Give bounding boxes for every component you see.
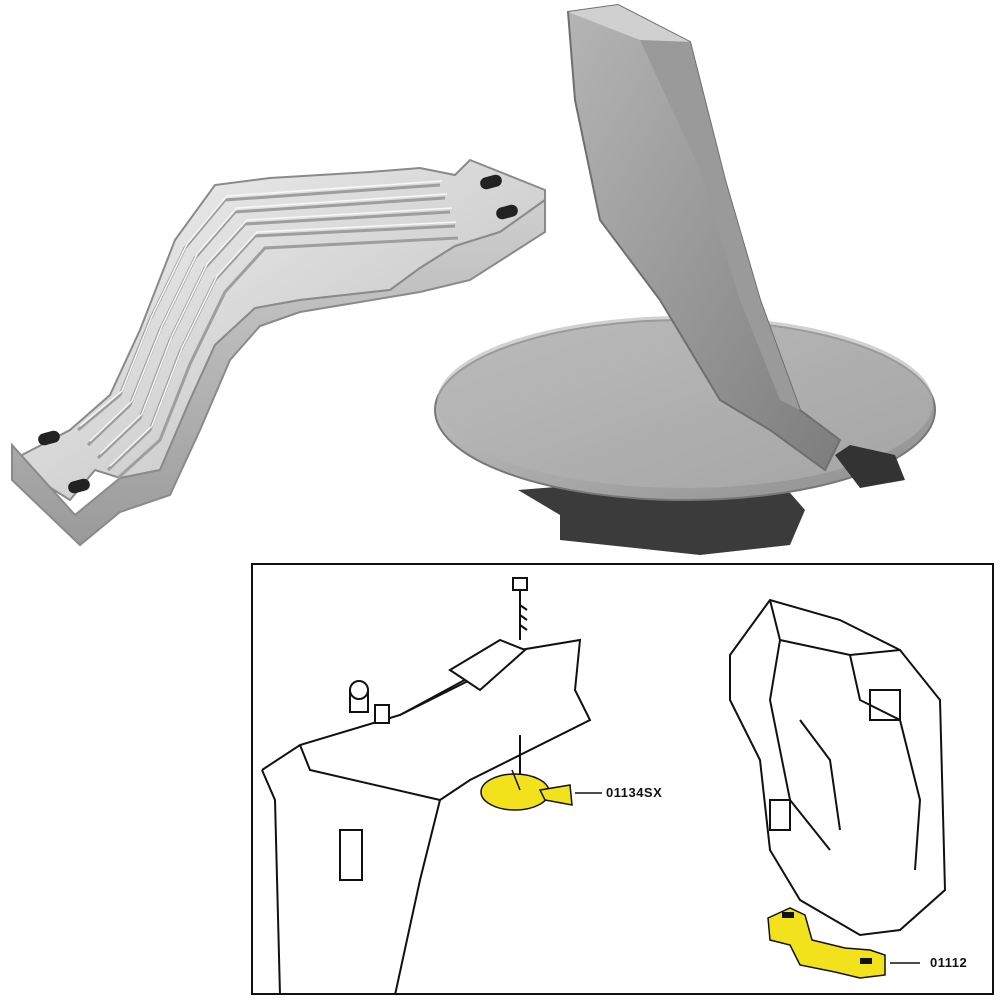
bracket-illustration: [729, 598, 947, 937]
bracket-anode-highlight: [767, 907, 886, 979]
trim-tab-highlight: [480, 769, 573, 811]
bracket-anode-photo: [11, 158, 546, 547]
callout-01134sx: 01134SX: [606, 785, 663, 800]
trim-tab-anode-photo: [434, 3, 936, 555]
lower-unit-illustration: [261, 577, 592, 996]
product-photos: [11, 3, 936, 555]
callout-01112: 01112: [930, 955, 968, 970]
